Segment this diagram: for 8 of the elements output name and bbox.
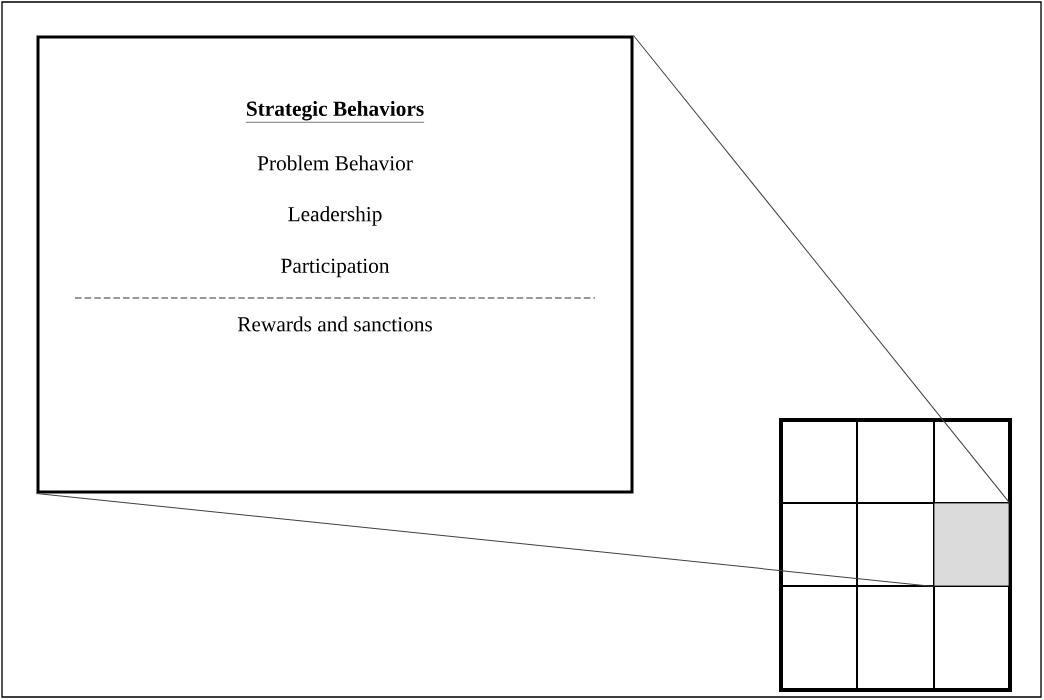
list-item: Problem Behavior bbox=[257, 155, 413, 171]
list-item: Participation bbox=[281, 258, 390, 278]
heading: Strategic Behaviors bbox=[245, 100, 425, 123]
zoom-line bbox=[36, 493, 935, 587]
zoom-line bbox=[633, 35, 1010, 504]
shaded-cell bbox=[933, 502, 1010, 587]
list-item: Leadership bbox=[288, 206, 382, 226]
list-item: Rewards and sanctions bbox=[237, 316, 432, 332]
